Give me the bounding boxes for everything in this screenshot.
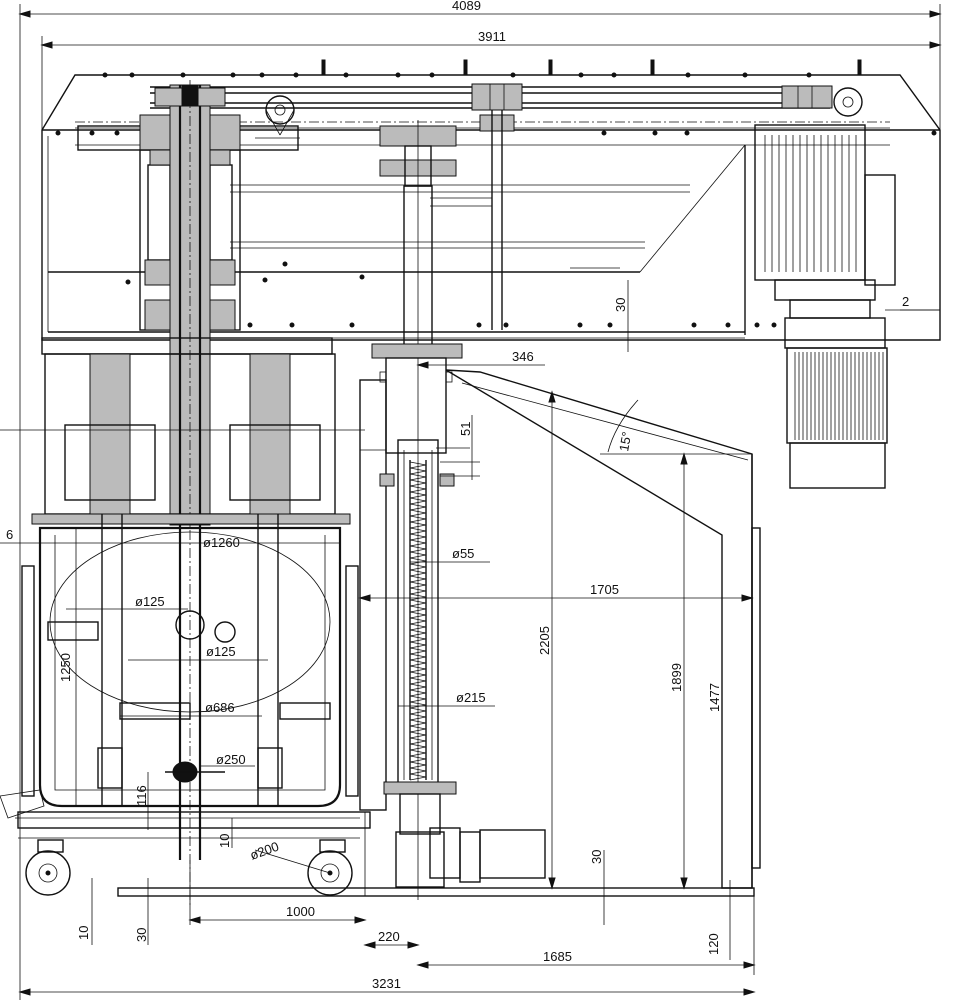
dim-base-length: 1685 <box>543 949 572 964</box>
dim-cover-height: 1899 <box>669 663 684 692</box>
dim-left-offset: 6 <box>6 527 13 542</box>
dim-right-offset: 2 <box>902 294 909 309</box>
lower-motor-fins <box>794 352 884 440</box>
dim-agitator-dia-2: ø125 <box>206 644 236 659</box>
lead-screw <box>409 461 427 781</box>
dim-vessel-height: 1250 <box>58 653 73 682</box>
lift-column <box>359 120 492 900</box>
dim-screw-dia: ø55 <box>452 546 474 561</box>
sprockets <box>471 83 833 330</box>
dim-column-base: 220 <box>378 929 400 944</box>
dim-base-height: 120 <box>706 933 721 955</box>
dim-bottom-dia: ø250 <box>216 752 246 767</box>
tank-cover <box>445 369 761 889</box>
caster-wheel-left <box>25 839 71 896</box>
dim-overall-width-top: 4089 <box>452 0 481 13</box>
dim-door-height: 1477 <box>707 683 722 712</box>
dimension-geometry <box>0 280 940 996</box>
mixer-vessel <box>0 337 371 839</box>
dim-guide-gap: 51 <box>458 422 473 436</box>
motor-fins <box>764 135 857 272</box>
dim-angle: 15° <box>616 431 634 453</box>
lower-motor <box>784 309 940 489</box>
dim-base-gap: 10 <box>217 834 232 848</box>
caster-wheel-right <box>307 839 353 896</box>
dim-floor-gap-left: 10 <box>76 926 91 940</box>
dim-frame-width: 3911 <box>478 29 506 44</box>
dim-wheel-dia: ø200 <box>248 839 281 863</box>
top-dimension-lines <box>18 4 942 1000</box>
dim-bottom-gap: 116 <box>134 785 149 806</box>
dim-floor-plate-left: 30 <box>134 928 149 942</box>
dim-vessel-dia: ø1260 <box>203 535 240 550</box>
dim-agitator-dia-1: ø125 <box>135 594 165 609</box>
dim-overall-width-bottom: 3231 <box>372 976 401 991</box>
dim-cover-depth: 1705 <box>590 582 619 597</box>
dim-lift-height: 2205 <box>537 626 552 655</box>
dim-plate-thickness: 30 <box>589 850 604 864</box>
dim-frame-thickness: 30 <box>613 298 628 312</box>
base-plate <box>117 812 755 897</box>
dim-wheel-span: 1000 <box>286 904 315 919</box>
dim-tube-dia: ø215 <box>456 690 486 705</box>
dim-impeller-dia: ø686 <box>205 700 235 715</box>
dim-column-offset: 346 <box>512 349 534 364</box>
top-motor <box>754 124 896 319</box>
